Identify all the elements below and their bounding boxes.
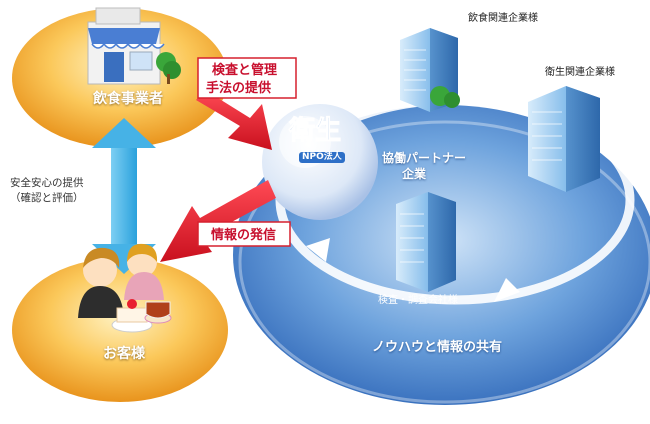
npo-logo-sub: NPO法人 <box>299 152 345 163</box>
safety-label-line1: 安全安心の提供 <box>10 177 84 189</box>
food-companies-label: 飲食関連企業様 <box>468 13 538 24</box>
inspection-callout-line2: 手法の提供 <box>206 81 272 96</box>
restaurant-label: 飲食事業者 <box>93 91 163 107</box>
office-building-icon-food <box>400 28 460 112</box>
shop-with-trees-icon <box>87 7 181 85</box>
inspection-red-arrow <box>196 90 272 150</box>
partners-label-line1: 協働パートナー <box>382 151 467 165</box>
inspection-companies-label: 検査・調査会社様 <box>378 295 458 306</box>
office-building-icon-inspection <box>396 192 456 292</box>
customer-label: お客様 <box>103 346 145 362</box>
inspection-callout-line1: 検査と管理 <box>212 63 278 78</box>
customers-with-cake-and-tea-icon <box>78 243 172 333</box>
hygiene-companies-label: 衛生関連企業様 <box>545 67 615 78</box>
sharing-label: ノウハウと情報の共有 <box>372 340 503 355</box>
safety-label-line2: （確認と評価） <box>10 192 84 204</box>
npo-logo-main: 衛生 <box>288 116 342 146</box>
partners-disc-rim <box>238 120 650 404</box>
info-callout-text: 情報の発信 <box>211 228 277 243</box>
info-red-arrow <box>160 180 276 262</box>
info-callout-box <box>197 221 291 247</box>
office-building-icon-hygiene <box>528 86 600 192</box>
partners-label-line2: 企業 <box>402 167 427 181</box>
inspection-callout-box <box>197 57 297 99</box>
